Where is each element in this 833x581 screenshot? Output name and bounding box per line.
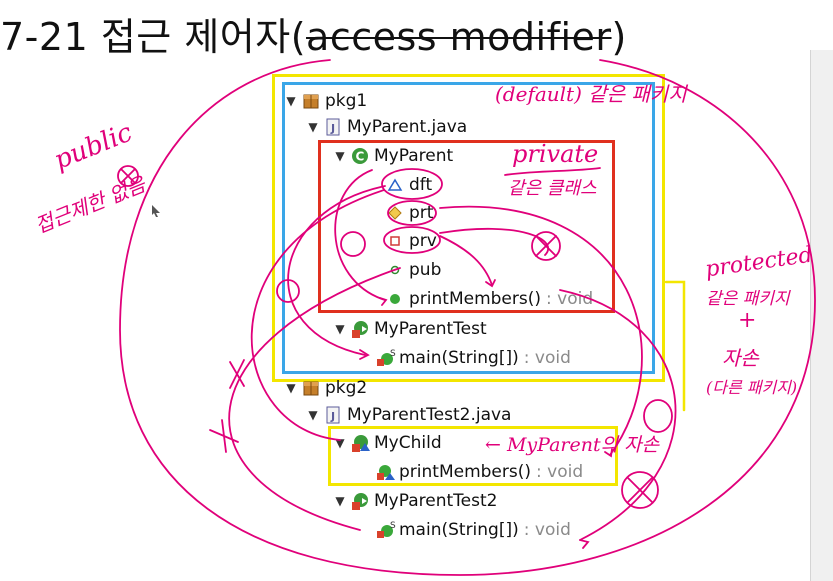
public-method-icon — [386, 290, 404, 308]
note-private-1: private — [512, 140, 599, 168]
tree-item-label: dft — [409, 175, 433, 195]
note-private-2: 같은 클래스 — [508, 178, 597, 199]
chevron-down-icon[interactable]: ▼ — [308, 120, 318, 134]
tree-item-label: pkg2 — [325, 378, 368, 398]
note-public-2: 접근제한 없음 — [31, 171, 149, 238]
tree-item-main-1[interactable]: S main(String[]) : void — [376, 345, 571, 371]
tree-item-printmembers-child[interactable]: printMembers() : void — [376, 459, 583, 485]
note-protected-1: protected — [703, 242, 815, 283]
tree-item-label: printMembers() — [399, 462, 531, 482]
tree-item-return-type: : void — [546, 289, 594, 309]
tree-item-return-type: : void — [536, 462, 584, 482]
tree-item-dft[interactable]: dft — [386, 172, 432, 198]
tree-item-label: main(String[]) — [399, 348, 519, 368]
class-run-icon — [351, 320, 369, 338]
tree-item-mychild[interactable]: ▼ MyChild — [333, 430, 442, 456]
tree-item-main-2[interactable]: S main(String[]) : void — [376, 517, 571, 543]
svg-text:J: J — [330, 122, 335, 135]
tree-item-pkg1[interactable]: ▼ pkg1 — [284, 88, 367, 114]
chevron-down-icon[interactable]: ▼ — [335, 149, 345, 163]
tree-item-myparenttest[interactable]: ▼ MyParentTest — [333, 316, 487, 342]
note-protected-2: 같은 패키지 — [706, 289, 790, 309]
chevron-down-icon[interactable]: ▼ — [335, 322, 345, 336]
svg-text:J: J — [330, 410, 335, 423]
package-icon — [302, 92, 320, 110]
note-default: (default) 같은 패키지 — [495, 82, 687, 106]
class-icon: C — [351, 147, 369, 165]
note-protected-4: 자손 — [722, 346, 759, 370]
tree-item-pub[interactable]: pub — [386, 257, 441, 283]
tree-item-label: MyParentTest2.java — [347, 405, 512, 425]
tree-item-label: prv — [409, 231, 437, 251]
chevron-down-icon[interactable]: ▼ — [286, 94, 296, 108]
note-protected-5: (다른 패키지) — [706, 378, 798, 397]
tree-item-myparent-java[interactable]: ▼ J MyParent.java — [306, 114, 467, 140]
protected-method-icon — [376, 463, 395, 481]
title-struck-text: access modifier — [306, 15, 612, 59]
tree-item-label: main(String[]) — [399, 520, 519, 540]
tree-item-myparenttest2-java[interactable]: ▼ J MyParentTest2.java — [306, 402, 511, 428]
tree-item-label: MyChild — [374, 433, 442, 453]
tree-item-label: prt — [409, 203, 434, 223]
note-protected-3: + — [738, 308, 757, 333]
tree-item-return-type: : void — [523, 520, 571, 540]
svg-text:C: C — [356, 150, 365, 164]
svg-text:S: S — [390, 521, 396, 531]
tree-item-label: pkg1 — [325, 91, 368, 111]
default-field-icon — [386, 176, 404, 194]
static-method-icon: S — [376, 521, 396, 539]
slide-title: 7-21 접근 제어자(access modifier) — [0, 6, 700, 59]
java-file-icon: J — [324, 118, 342, 136]
tree-item-pkg2[interactable]: ▼ pkg2 — [284, 375, 367, 401]
tree-item-prt[interactable]: prt — [386, 200, 433, 226]
svg-text:S: S — [390, 349, 396, 359]
vertical-scrollbar[interactable] — [810, 50, 833, 581]
tree-item-label: pub — [409, 260, 442, 280]
static-method-icon: S — [376, 349, 396, 367]
tree-item-label: printMembers() — [409, 289, 541, 309]
tree-item-label: MyParentTest — [374, 319, 487, 339]
chevron-down-icon[interactable]: ▼ — [286, 381, 296, 395]
protected-field-icon — [386, 204, 404, 222]
tree-item-printmembers-parent[interactable]: printMembers() : void — [386, 286, 593, 312]
java-file-icon: J — [324, 406, 342, 424]
public-field-icon — [386, 261, 404, 279]
chevron-down-icon[interactable]: ▼ — [308, 408, 318, 422]
subclass-icon — [351, 434, 370, 452]
note-public-1: public — [50, 117, 137, 176]
title-close: ) — [611, 15, 627, 59]
title-text: 7-21 접근 제어자( — [0, 15, 307, 59]
tree-item-prv[interactable]: prv — [386, 228, 437, 254]
package-icon — [302, 379, 320, 397]
class-run-icon — [351, 492, 369, 510]
tree-item-myparent-class[interactable]: ▼ C MyParent — [333, 143, 453, 169]
mouse-cursor-icon — [152, 205, 160, 217]
private-field-icon — [386, 232, 404, 250]
tree-item-return-type: : void — [523, 348, 571, 368]
chevron-down-icon[interactable]: ▼ — [335, 436, 345, 450]
tree-item-label: MyParent.java — [347, 117, 468, 137]
tree-item-label: MyParentTest2 — [374, 491, 498, 511]
tree-item-label: MyParent — [374, 146, 454, 166]
note-child: ← MyParent의 자손 — [485, 434, 660, 456]
chevron-down-icon[interactable]: ▼ — [335, 494, 345, 508]
tree-item-myparenttest2[interactable]: ▼ MyParentTest2 — [333, 488, 497, 514]
